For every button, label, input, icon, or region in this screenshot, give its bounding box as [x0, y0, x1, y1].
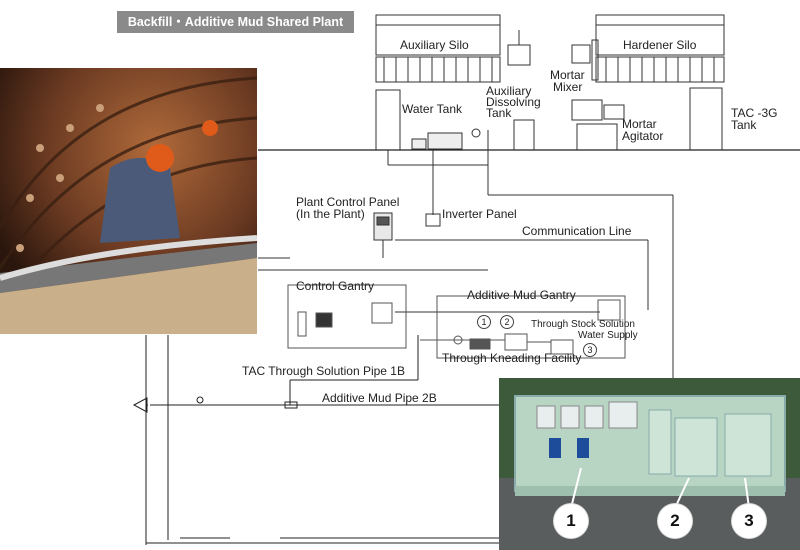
inverter-panel-label: Inverter Panel: [442, 207, 517, 221]
photo-badge-1: 1: [554, 504, 588, 538]
control-gantry-label: Control Gantry: [296, 279, 375, 293]
plant-control-panel-label-1: Plant Control Panel: [296, 195, 400, 209]
gantry-number-2: 2: [500, 315, 514, 329]
photo-badge-2: 2: [658, 504, 692, 538]
hardener-silo-drawing: [595, 14, 725, 83]
auxiliary-silo-label: Auxiliary Silo: [400, 38, 469, 52]
control-gantry-drawing: [287, 284, 407, 349]
additive-mud-gantry-label: Additive Mud Gantry: [467, 288, 576, 302]
mortar-agitator-label-1: Mortar: [622, 117, 657, 131]
mortar-mixer-label-2: Mixer: [553, 80, 583, 94]
tunnel-photo: [0, 68, 257, 334]
through-stock-solution-label-2: Water Supply: [578, 330, 638, 341]
diagram-title: Backfill・Additive Mud Shared Plant: [117, 11, 354, 33]
gantry-number-1: 1: [477, 315, 491, 329]
through-kneading-facility-label: Through Kneading Facility: [442, 351, 582, 365]
hardener-silo-label: Hardener Silo: [623, 38, 697, 52]
aux-dissolving-tank-label-2: Dissolving: [486, 95, 541, 109]
pump-cluster: [411, 128, 481, 150]
tac-pipe-label: TAC Through Solution Pipe 1B: [242, 364, 405, 378]
through-stock-solution-label-1: Through Stock Solution: [531, 319, 635, 330]
plant-control-panel-drawing: [373, 212, 441, 241]
mortar-agitator-label-2: Agitator: [622, 129, 664, 143]
aux-dissolving-tank-label-1: Auxiliary: [486, 84, 532, 98]
mortar-mixer-label-1: Mortar: [550, 68, 585, 82]
additive-mud-gantry-drawing: [420, 295, 626, 359]
tac-tank-label-1: TAC -3G: [731, 106, 778, 120]
water-tank-label: Water Tank: [402, 102, 463, 116]
tunnel-photo-illustration: [0, 68, 257, 334]
communication-line-label: Communication Line: [522, 224, 632, 238]
photo-badge-3: 3: [732, 504, 766, 538]
additive-mud-pipe-label: Additive Mud Pipe 2B: [322, 391, 437, 405]
plant-control-panel-label-2: (In the Plant): [296, 207, 365, 221]
aux-dissolving-tank-label-3: Tank: [486, 106, 512, 120]
tac-tank-label-2: Tank: [731, 118, 757, 132]
auxiliary-silo-drawing: [375, 14, 501, 83]
gantry-number-3: 3: [583, 343, 597, 357]
